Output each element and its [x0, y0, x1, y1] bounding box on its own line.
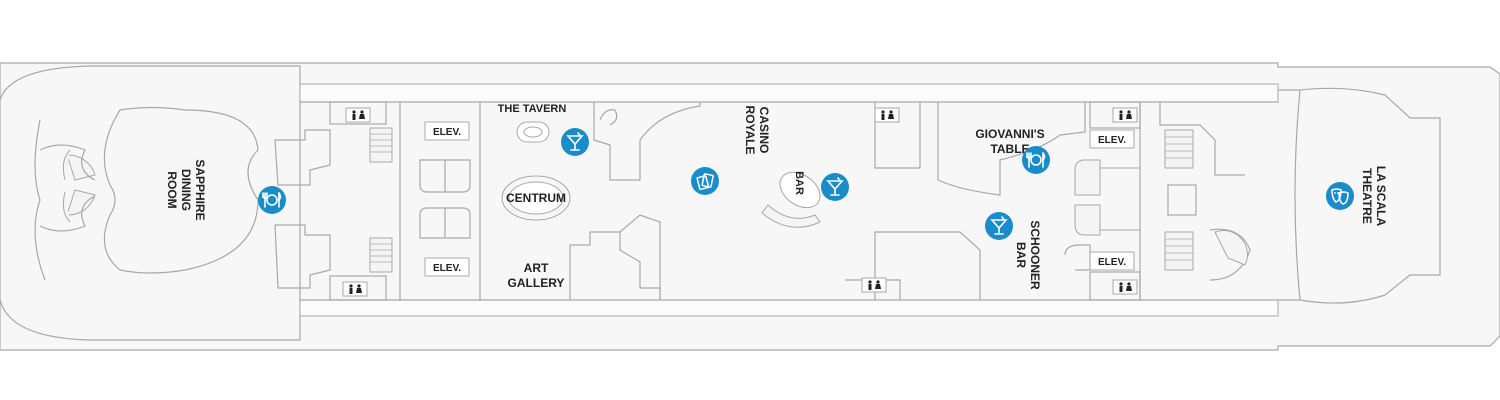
tavern-bar-counter	[516, 121, 550, 143]
centrum-area	[501, 175, 571, 221]
giovannis-label-1: GIOVANNI'S	[975, 127, 1044, 141]
forward-staircase-left	[62, 149, 96, 223]
tavern-cocktail-icon[interactable]	[560, 127, 590, 157]
elevator-aft-top-box	[1089, 129, 1135, 149]
restroom-icon-midship-top[interactable]	[874, 107, 900, 123]
bar-cocktail-icon[interactable]	[820, 172, 850, 202]
restroom-icon-midship-bottom[interactable]	[861, 277, 887, 293]
corridor-bottom	[299, 299, 1279, 317]
restroom-icon-aft-bottom[interactable]	[1112, 279, 1138, 295]
schooner-cocktail-icon[interactable]	[984, 211, 1014, 241]
restroom-icon-aft-top[interactable]	[1112, 107, 1138, 123]
forward-stair-bottom	[369, 237, 393, 273]
elevator-aft-top-label: ELEV.	[1098, 135, 1126, 146]
elevator-aft-bottom-label: ELEV.	[1098, 257, 1126, 268]
elevator-forward-bottom-box	[424, 257, 470, 277]
casino-icon[interactable]	[690, 166, 720, 196]
casino-label-2: ROYALE	[743, 106, 757, 155]
the-tavern-label: THE TAVERN	[498, 103, 567, 115]
giovannis-table-area	[937, 102, 1086, 196]
la-scala-theatre-area	[1294, 87, 1441, 304]
centrum-label: CENTRUM	[506, 191, 566, 205]
schooner-label-2: BAR	[1014, 242, 1028, 268]
sapphire-label-3: ROOM	[165, 171, 179, 208]
giovannis-label-2: TABLE	[990, 142, 1029, 156]
forward-stair-top	[369, 127, 393, 163]
sapphire-dining-room-area	[103, 106, 259, 274]
la-scala-label-2: THEATRE	[1360, 168, 1374, 224]
restroom-icon-forward-top[interactable]	[345, 107, 371, 123]
sapphire-label-1: SAPPHIRE	[193, 159, 207, 220]
giovannis-dining-icon[interactable]	[1021, 145, 1051, 175]
elevator-forward-top-box	[424, 121, 470, 141]
restroom-icon-forward-bottom[interactable]	[342, 281, 368, 297]
corridor-top	[299, 83, 1279, 103]
sapphire-dining-icon[interactable]	[257, 185, 287, 215]
la-scala-theatre-icon[interactable]	[1325, 181, 1355, 211]
elevator-forward-top-label: ELEV.	[433, 127, 461, 138]
la-scala-label-1: LA SCALA	[1374, 166, 1388, 227]
sapphire-label-2: DINING	[179, 169, 193, 211]
art-gallery-label-2: GALLERY	[508, 276, 565, 290]
casino-label-1: CASINO	[757, 107, 771, 154]
central-bar-area	[761, 171, 821, 228]
bow-outline	[0, 65, 301, 341]
elevator-forward-bottom-label: ELEV.	[433, 263, 461, 274]
art-gallery-label-1: ART	[524, 261, 549, 275]
bar-label: BAR	[793, 171, 805, 195]
schooner-label-1: SCHOONER	[1028, 220, 1042, 290]
